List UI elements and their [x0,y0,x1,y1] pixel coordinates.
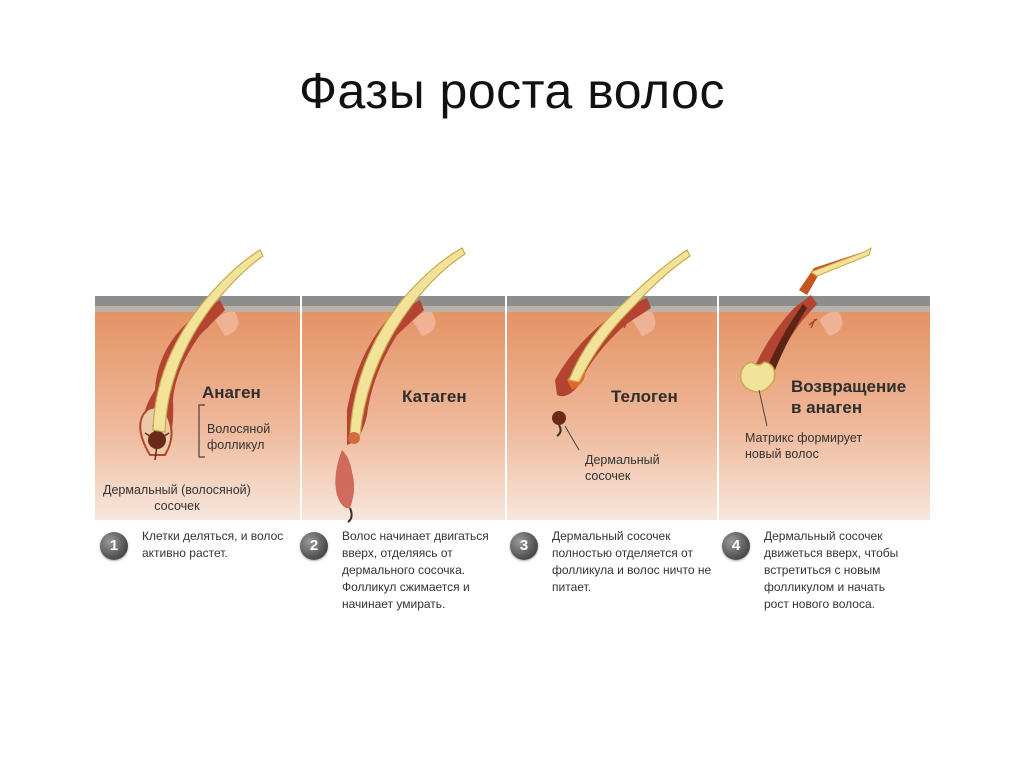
step-description: Дермальный сосочек полностью отделяется … [552,529,712,594]
step-description: Клетки деляться, и волос активно растет. [142,529,284,560]
panel-anagen: Анаген Волосяной фолликул Дермальный (во… [95,240,300,540]
anagen-illustration [95,249,300,520]
annotation-dermal-papilla-telogen: Дермальный сосочек [585,453,660,483]
telogen-illustration [507,249,717,520]
catagen-illustration [302,247,505,523]
step-number-badge: 3 [510,532,538,560]
annotation-follicle: Волосяной фолликул [207,422,271,452]
hair-growth-diagram: Анаген Волосяной фолликул Дермальный (во… [95,240,930,540]
panel-telogen: Телоген Дермальный сосочек [507,240,717,540]
step-description: Дермальный сосочек движеться вверх, чтоб… [764,529,899,611]
skin-layer [302,300,505,520]
page-title: Фазы роста волос [299,63,725,119]
phase-label-return-anagen: Возвращение в анаген [791,377,907,417]
hair-shaft [568,249,691,383]
dermal-papilla [148,431,166,449]
annotation-matrix: Матрикс формирует новый волос [745,431,863,461]
hair-follicle [347,300,424,445]
step-number-badge: 2 [300,532,328,560]
step-description: Волос начинает двигаться вверх, отделяяс… [342,529,489,611]
step-number-badge: 1 [100,532,128,560]
phase-label-anagen: Анаген [202,383,261,402]
phase-label-telogen: Телоген [611,387,678,406]
annotation-dermal-papilla: Дермальный (волосяной) сосочек [103,483,251,513]
skin-layer [719,300,930,520]
return-anagen-illustration [719,246,930,520]
dermal-papilla [552,411,566,425]
panel-catagen: Катаген [302,240,505,540]
hair-shaft [349,247,466,436]
hair-shaft [152,249,264,433]
panel-return-anagen: Возвращение в анаген Матрикс формирует н… [719,240,930,540]
step-number-badge: 4 [722,532,750,560]
phase-label-catagen: Катаген [402,387,467,406]
